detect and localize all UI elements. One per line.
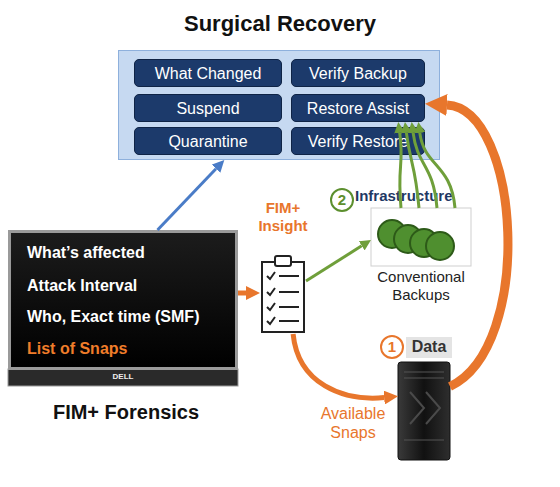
panel-title: Surgical Recovery: [119, 9, 441, 39]
button-label: Verify Backup: [292, 60, 424, 86]
callout-circle: [381, 336, 403, 358]
storage-array: [398, 362, 450, 460]
clipboard-board: [262, 262, 304, 332]
button-label: Quarantine: [135, 128, 281, 154]
callout-number: 2: [334, 191, 350, 209]
flow-arrow: [306, 246, 362, 281]
recovery-panel: Surgical RecoveryWhat ChangedVerify Back…: [118, 50, 440, 160]
screen-line: What’s affected: [27, 243, 227, 265]
restore-arrow: [447, 105, 508, 387]
array-detail: [410, 392, 440, 424]
action-button: What Changed: [134, 59, 282, 87]
brand-logo: DELL: [103, 372, 143, 382]
callout-circle: [331, 189, 353, 211]
backup-box: [371, 208, 471, 266]
backup-node: InfrastructureConventional Backups: [371, 208, 471, 266]
check-row: [267, 317, 299, 324]
connector-line: [158, 169, 217, 230]
action-button: Suspend: [134, 94, 282, 122]
flow-arrow: [293, 334, 384, 398]
check-row: [267, 272, 299, 279]
flow-arrow: [158, 169, 217, 230]
button-label: Suspend: [135, 95, 281, 121]
monitor-bezel: [8, 369, 238, 386]
array-detail: [404, 372, 444, 440]
screen-line: Attack Interval: [27, 276, 227, 298]
clipboard-node: FIM+ Insight: [260, 255, 306, 334]
monitor-screen: What’s affectedAttack IntervalWho, Exact…: [8, 230, 238, 370]
backup-caption: Conventional Backups: [365, 268, 477, 306]
backup-heading: Infrastructure: [355, 187, 467, 206]
screen-line: List of Snaps: [27, 339, 227, 361]
connector-line: [306, 246, 362, 281]
storage-heading: Data: [406, 337, 452, 358]
backup-disk: [426, 232, 454, 260]
action-button: Quarantine: [134, 127, 282, 155]
monitor-caption: FIM+ Forensics: [11, 400, 241, 426]
screen-line: Who, Exact time (SMF): [27, 307, 233, 329]
button-label: What Changed: [135, 60, 281, 86]
action-button: Verify Backup: [291, 59, 425, 87]
action-button: Verify Restore: [291, 127, 425, 155]
storage-node: DataAvailable Snaps: [398, 362, 450, 460]
action-button: Restore Assist: [291, 94, 425, 122]
button-label: Verify Restore: [292, 128, 424, 154]
flow-arrow: [238, 293, 246, 294]
storage-caption: Available Snaps: [312, 404, 394, 444]
callout-number: 1: [384, 338, 400, 356]
insight-heading: FIM+ Insight: [250, 199, 316, 239]
array-body: [398, 362, 450, 460]
connector-line: [447, 105, 508, 387]
clipboard-clip: [275, 256, 291, 266]
check-row: [267, 303, 299, 310]
connector-line: [293, 334, 384, 398]
button-label: Restore Assist: [292, 95, 424, 121]
clipboard-icon: [262, 256, 304, 332]
check-row: [267, 288, 299, 295]
connector-line: [238, 291, 246, 296]
